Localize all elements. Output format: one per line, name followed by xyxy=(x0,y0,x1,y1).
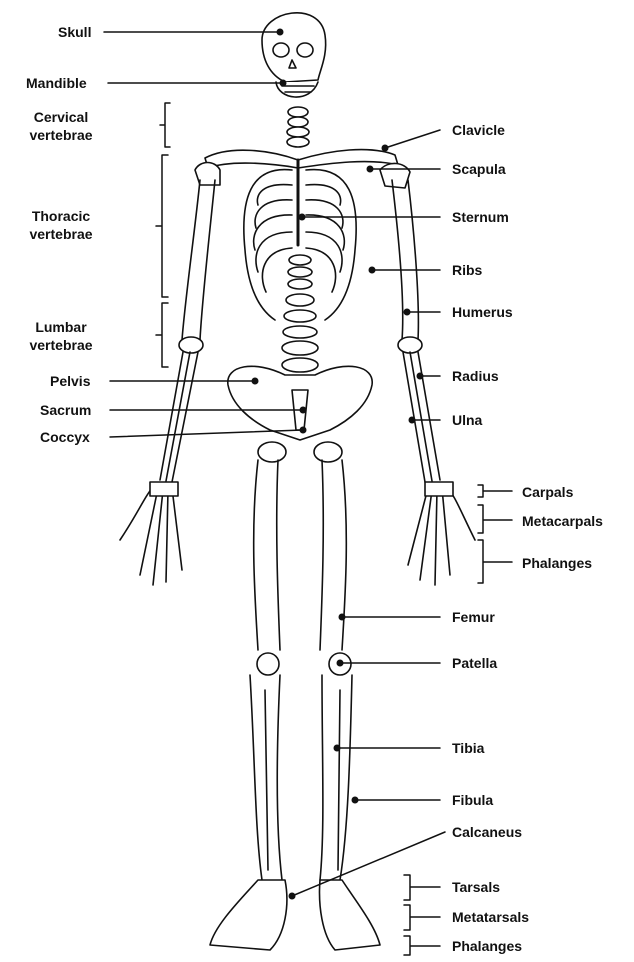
label-scapula: Scapula xyxy=(452,161,506,177)
label-patella: Patella xyxy=(452,655,498,671)
label-line: Cervical xyxy=(33,109,89,125)
arms xyxy=(159,179,441,483)
label-line: vertebrae xyxy=(29,337,93,353)
hands xyxy=(119,481,476,586)
label-fibula: Fibula xyxy=(452,792,494,808)
label-hand-phalanges: Phalanges xyxy=(522,555,593,571)
label-metatarsals: Metatarsals xyxy=(452,909,530,925)
label-pelvis: Pelvis xyxy=(50,373,91,389)
label-line: Thoracic xyxy=(31,208,91,224)
label-tarsals: Tarsals xyxy=(452,879,500,895)
label-foot-phalanges: Phalanges xyxy=(452,938,523,954)
label-line: Lumbar xyxy=(35,319,87,335)
label-femur: Femur xyxy=(452,609,495,625)
label-tibia: Tibia xyxy=(452,740,485,756)
label-cervical-vertebrae: Cervical vertebrae xyxy=(20,108,102,144)
label-metacarpals: Metacarpals xyxy=(522,513,603,529)
label-carpals: Carpals xyxy=(522,484,574,500)
skull xyxy=(261,12,327,98)
label-sternum: Sternum xyxy=(452,209,509,225)
label-mandible: Mandible xyxy=(26,75,87,91)
label-thoracic-vertebrae: Thoracic vertebrae xyxy=(20,207,102,243)
label-ulna: Ulna xyxy=(452,412,483,428)
legs xyxy=(249,459,353,881)
leader-lines xyxy=(103,31,513,956)
label-ribs: Ribs xyxy=(452,262,483,278)
label-calcaneus: Calcaneus xyxy=(452,824,523,840)
label-sacrum: Sacrum xyxy=(40,402,92,418)
label-humerus: Humerus xyxy=(452,304,513,320)
label-coccyx: Coccyx xyxy=(40,429,90,445)
spine xyxy=(281,106,319,373)
feet xyxy=(209,879,381,951)
pelvis xyxy=(227,365,373,463)
label-lumbar-vertebrae: Lumbar vertebrae xyxy=(20,318,102,354)
ribcage xyxy=(243,158,357,321)
label-clavicle: Clavicle xyxy=(452,122,505,138)
label-line: vertebrae xyxy=(29,226,93,242)
label-skull: Skull xyxy=(58,24,92,40)
label-radius: Radius xyxy=(452,368,499,384)
leader-dots xyxy=(251,28,424,900)
label-line: vertebrae xyxy=(29,127,93,143)
